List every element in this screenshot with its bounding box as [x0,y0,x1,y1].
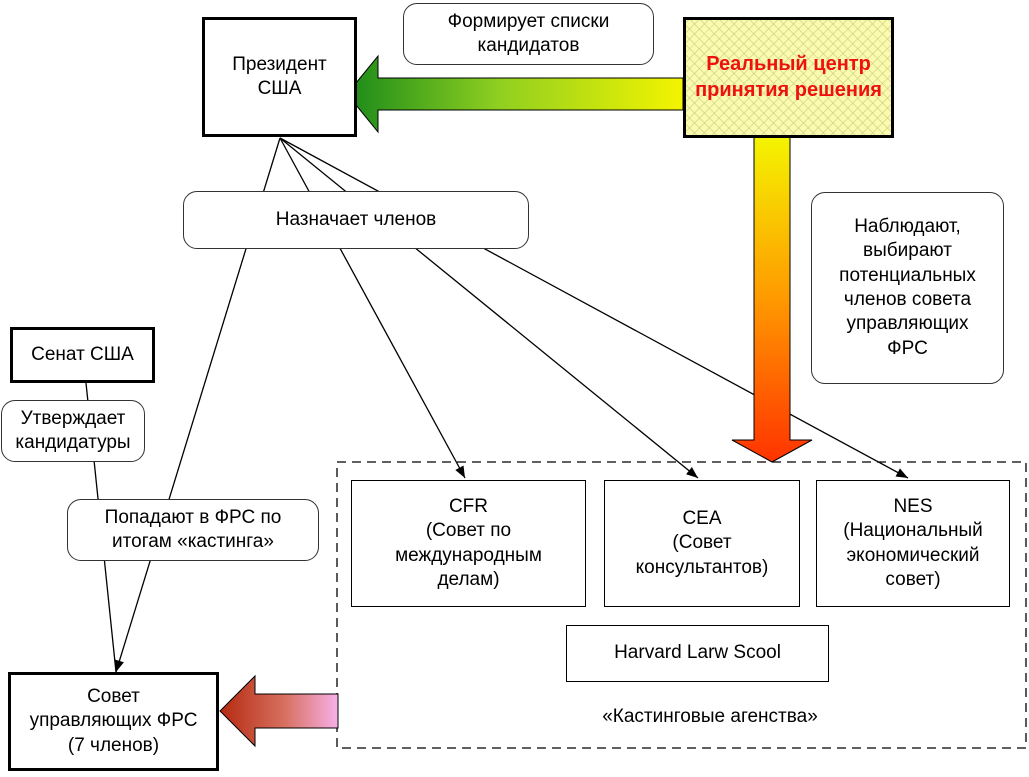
president-label: Президент США [232,53,327,99]
cea-label: CEA (Совет консультантов) [635,508,769,578]
harvard-label: Harvard Larw Scool [614,642,781,664]
forms-lists-callout: Формирует списки кандидатов [403,3,654,65]
real-center-box: Реальный центр принятия решения [683,17,894,138]
casting-result-label: Попадают в ФРС по итогам «кастинга» [104,506,282,552]
forms-lists-label: Формирует списки кандидатов [447,10,610,56]
cfr-box: CFR (Совет по международным делам) [351,480,586,607]
casting-agencies-frame [336,461,1027,749]
red-arrow-agencies-to-fed [219,674,339,748]
president-box: Президент США [202,17,357,137]
cea-box: CEA (Совет консультантов) [604,480,800,607]
observe-callout: Наблюдают, выбирают потенциальных членов… [811,192,1004,384]
nes-box: NES (Национальный экономический совет) [816,480,1010,607]
line-president-to-cea [279,137,699,479]
observe-label: Наблюдают, выбирают потенциальных членов… [839,216,976,359]
real-center-label: Реальный центр принятия решения [695,52,882,101]
senate-label: Сенат США [31,343,134,365]
cfr-label: CFR (Совет по международным делам) [395,495,542,590]
senate-box: Сенат США [10,327,155,383]
green-arrow-real-center-to-president [346,54,684,134]
casting-agencies-caption: «Кастинговые агенства» [602,706,818,727]
harvard-box: Harvard Larw Scool [566,625,829,682]
line-president-to-cfr [279,137,466,479]
fed-board-box: Совет управляющих ФРС (7 членов) [8,672,219,771]
appoints-label: Назначает членов [275,208,437,230]
fed-board-label: Совет управляющих ФРС (7 членов) [29,686,198,756]
appoints-callout: Назначает членов [183,191,529,249]
approves-label: Утверждает кандидатуры [15,407,131,453]
casting-result-callout: Попадают в ФРС по итогам «кастинга» [67,499,319,561]
orange-arrow-real-center-to-agencies [731,136,813,463]
nes-label: NES (Национальный экономический совет) [843,495,983,590]
approves-callout: Утверждает кандидатуры [1,400,145,462]
